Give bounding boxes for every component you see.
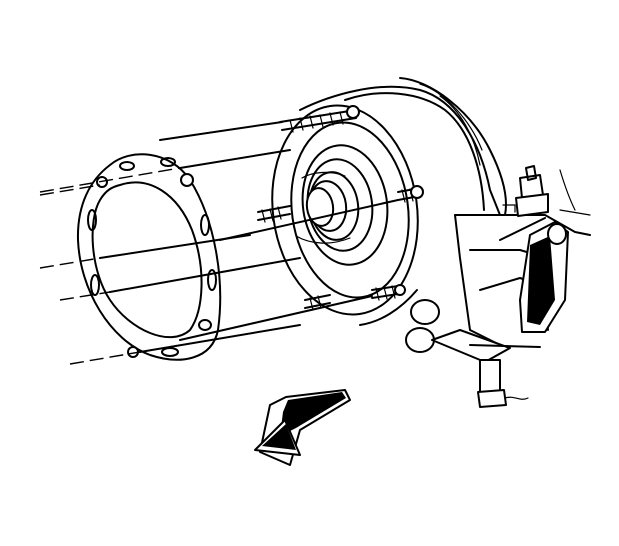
gasket-plate: [76, 153, 222, 361]
direction-arrow-icon: [254, 389, 351, 466]
transmission-housing: [271, 77, 591, 346]
lower-fittings: [405, 299, 541, 408]
stud-bolts: [257, 105, 424, 311]
alignment-lines: [39, 121, 399, 365]
